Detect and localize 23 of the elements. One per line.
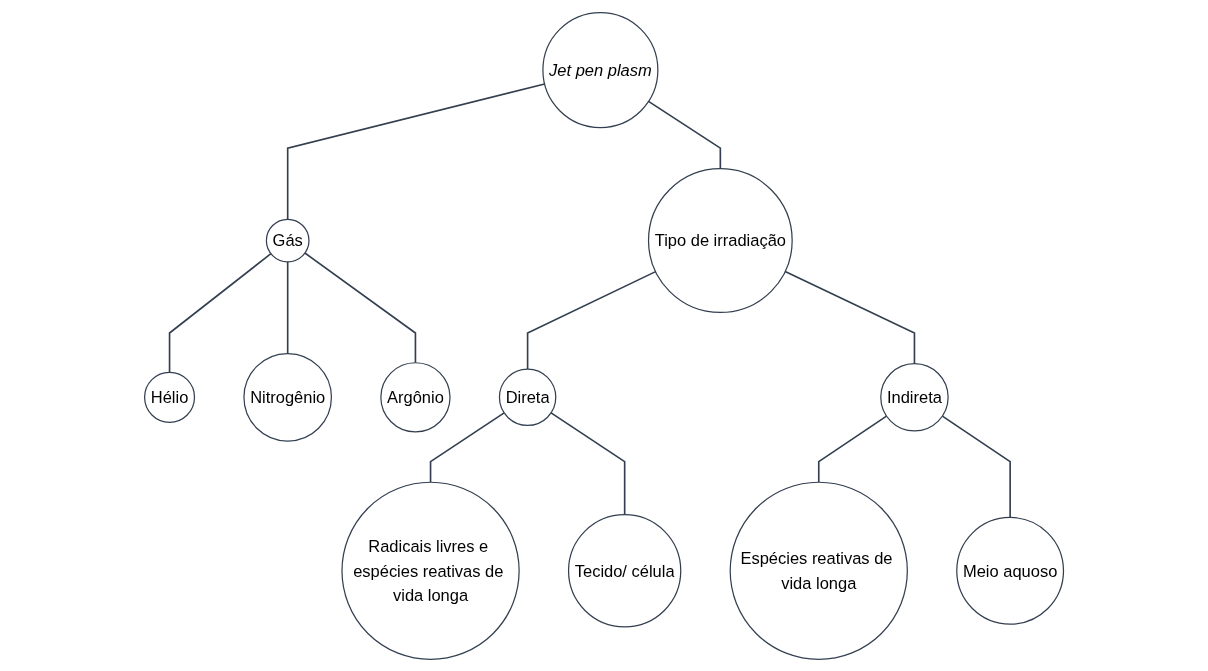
node-circle: Espécies reativas de vida longa <box>729 481 908 660</box>
connector <box>941 414 1011 518</box>
connector <box>550 411 626 516</box>
node-circle: Indireta <box>880 362 949 432</box>
node-circle: Gás <box>265 218 310 262</box>
node-circle: Tecido/ célula <box>567 513 682 628</box>
node-circle: Radicais livres e espécies reativas de vida longa <box>341 481 520 660</box>
connector <box>784 270 916 364</box>
connector <box>429 411 505 483</box>
connector <box>168 252 272 373</box>
connector <box>286 82 546 220</box>
node-circle: Nitrogênio <box>243 352 332 442</box>
connector <box>526 270 657 370</box>
connector <box>647 100 722 170</box>
connector <box>817 414 888 483</box>
node-circle: Hélio <box>143 371 196 423</box>
connector <box>286 260 289 354</box>
connector <box>304 251 417 364</box>
node-circle: Argônio <box>380 361 451 432</box>
node-circle: Jet pen plasm <box>542 11 659 128</box>
node-circle: Tipo de irradiação <box>647 167 793 313</box>
node-circle: Meio aquoso <box>956 516 1065 625</box>
node-circle: Direta <box>498 368 557 426</box>
